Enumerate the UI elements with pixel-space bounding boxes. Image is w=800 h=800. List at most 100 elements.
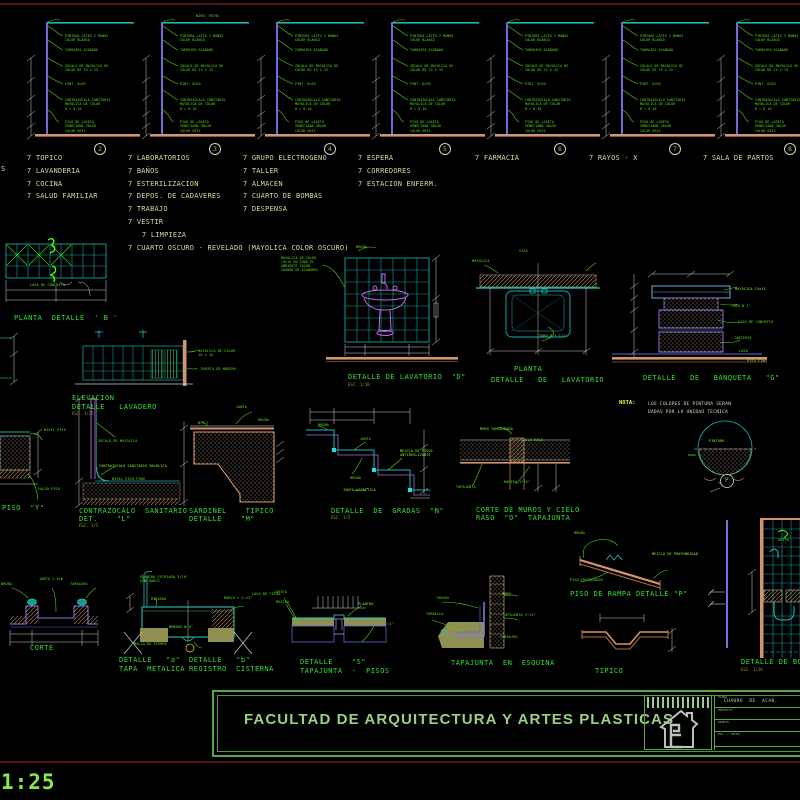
room-list-item: 7 TALLER: [243, 166, 279, 175]
finish-annotation: PINTURA LATEX 2 MANOS COLOR BLANCO: [180, 34, 224, 43]
title-block-inner-border: [217, 695, 800, 752]
title-block: FACULTAD DE ARQUITECTURA Y ARTES PLASTIC…: [212, 690, 800, 757]
contrazocalo-label-1: CONTRAZOCALO SANITARIO: [79, 507, 188, 515]
lavadero-scale: ESC. 1/25: [72, 411, 94, 416]
banqueta-drawing: [612, 270, 767, 363]
wall-section-drawing: [371, 19, 485, 140]
finish-annotation: ZOCALO DE MAYOLICA DE COLOR DE 15 x 15: [295, 64, 339, 73]
finish-annotation: PINTURA LATEX 2 MANOS COLOR BLANCO: [525, 34, 569, 43]
finish-annotation: PINT. OLEO: [755, 82, 776, 86]
section-number-badge: 8: [784, 143, 796, 155]
annotation-text: TAPAJUNTA 1"x1": [503, 613, 536, 617]
finish-annotation: PINT. OLEO: [295, 82, 316, 86]
annotation-text: CANTERIA: [734, 336, 752, 340]
gradas-drawing: [306, 408, 430, 499]
section-number-badge: 5: [439, 143, 451, 155]
title-block-row-label: ESC. / FECHA: [718, 732, 740, 736]
sheet-scale-label: 1:25: [1, 770, 56, 794]
nota-detail-letter: P: [725, 477, 729, 484]
annotation-text: S: [1, 165, 6, 173]
finish-annotation: ZOCALO DE MAYOLICA DE COLOR DE 15 x 15: [65, 64, 109, 73]
finish-annotation: PINTURA LATEX 2 MANOS COLOR BLANCO: [640, 34, 684, 43]
piso-y-drawing: [0, 428, 43, 501]
room-list-column: 7 ESPERA 7 CORREDORES 7 ESTACION ENFERM.: [358, 152, 437, 190]
annotation-text: MARCO L 2"x2": [224, 596, 253, 600]
room-list-item: 7 ESTACION ENFERM.: [358, 179, 438, 188]
wall-section-drawing: [26, 19, 140, 140]
annotation-text: BRUÑA: [356, 245, 367, 249]
sardinel-label-1: SARDINEL TIPICO: [189, 507, 274, 515]
annotation-text: MAYOLICA 15x15: [735, 287, 766, 291]
room-list-item: 7 LIMPIEZA: [142, 230, 187, 239]
wall-section-drawing: [716, 19, 800, 140]
planta-lavatorio-label-2: DETALLE DE LAVATORIO: [491, 376, 605, 384]
piso-y-label: PISO "Y": [2, 504, 45, 512]
room-list-item: 7 ESTERILIZACION: [128, 179, 199, 188]
annotation-text: BRUÑA: [318, 423, 329, 427]
annotation-text: LOSA DE CONCRETO: [30, 283, 66, 287]
section-number-badge: 2: [94, 143, 106, 155]
annotation-text: MURO: [688, 453, 696, 457]
tapajunta-esquina-label: TAPAJUNTA EN ESQUINA: [451, 659, 555, 667]
room-list-item: 7 ESPERA: [358, 154, 394, 162]
annotation-text: MAYOLICA DE COLOR 15 x 15: [198, 349, 236, 358]
lavadero-label-1: ELEVACION: [72, 394, 115, 402]
annotation-text: MALLA DE FIERRO: [134, 642, 167, 646]
wall-section-drawing: [141, 19, 255, 140]
annotation-text: BRUÑA: [350, 476, 361, 480]
logo-box: [644, 695, 712, 750]
annotation-text: REBOSE Ø 2": [169, 625, 194, 629]
annotation-text: MEZCLA: [276, 600, 290, 604]
finish-annotation: PISO DE LOSETA VENECIANA 30x30 COLOR GRI…: [525, 120, 557, 133]
botadero-label: DETALLE DE BOTADERO: [741, 658, 800, 666]
finish-annotation: PISO DE LOSETA VENECIANA 30x30 COLOR GRI…: [410, 120, 442, 133]
finish-annotation: PINTURA LATEX 2 MANOS COLOR BLANCO: [295, 34, 339, 43]
finish-annotation: PINT. OLEO: [180, 82, 201, 86]
corte-muros-drawing: [460, 427, 570, 492]
annotation-text: CAJA DE CONCRETO: [738, 320, 774, 324]
above-ceiling-note: NIVEL TECHO: [196, 14, 219, 18]
room-list-item: 7 CORREDORES: [358, 166, 411, 175]
finish-annotation: TARRAJEO ACABADO: [755, 48, 789, 52]
annotation-text: CONTRAZOCALO SANITARIO MAYOLICA: [99, 464, 167, 468]
bottom-border-line: [0, 761, 800, 763]
finish-annotation: PISO DE LOSETA VENECIANA 30x30 COLOR GRI…: [640, 120, 672, 133]
annotation-text: JUNTA 2.5cm: [39, 577, 64, 581]
tapa-label-2: TAPA METALICA: [119, 665, 186, 673]
corte-drawing: [9, 587, 99, 646]
annotation-text: MURO: [502, 592, 511, 596]
finish-annotation: CONTRAZOCALO SANITARIO MAYOLICA DE COLOR…: [295, 98, 341, 111]
annotation-text: BRUÑA: [1, 582, 12, 586]
annotation-text: BRUÑA: [574, 531, 585, 535]
annotation-text: TORNILLO: [426, 612, 444, 616]
annotation-text: BRUÑA: [258, 418, 269, 422]
title-block-row-label: PROYECTO: [718, 708, 733, 712]
section-number-badge: 6: [554, 143, 566, 155]
finish-annotation: PINT. OLEO: [65, 82, 86, 86]
section-number-badge: 4: [324, 143, 336, 155]
annotation-text: PLANCHA: [358, 602, 374, 606]
tapa-label-1: DETALLE "a": [119, 656, 181, 664]
room-list-item: 7 GRUPO ELECTROGENO: [243, 154, 327, 162]
finish-annotation: PISO DE LOSETA VENECIANA 30x30 COLOR GRI…: [65, 120, 97, 133]
finish-annotation: TARRAJEO ACABADO: [640, 48, 674, 52]
annotation-text: PLANCHA ESTRIADA 3/16" CON MARCO: [140, 575, 189, 584]
title-block-row-value: CUADRO DE ACAB.: [724, 699, 778, 704]
section-number-badge: 7: [669, 143, 681, 155]
room-list-item: 7 SALA DE PARTOS: [703, 154, 774, 162]
lavatorio-d-scale: ESC. 1/10: [348, 382, 370, 387]
room-list-item: 7 FARMACIA: [475, 154, 520, 162]
annotation-text: MEZCLA DE PISOS ANTIDESLIZANTE: [400, 449, 433, 458]
contrazocalo-label-2: DET. "L": [79, 515, 131, 523]
finish-annotation: PINTURA LATEX 2 MANOS COLOR BLANCO: [410, 34, 454, 43]
botadero-scale: ESC. 1/10: [741, 667, 763, 672]
finish-annotation: PINTURA LATEX 2 MANOS COLOR BLANCO: [65, 34, 109, 43]
annotation-text: TUBO Ø 2": [731, 304, 751, 308]
lavadero-label-2: DETALLE LAVADERO: [72, 403, 157, 411]
